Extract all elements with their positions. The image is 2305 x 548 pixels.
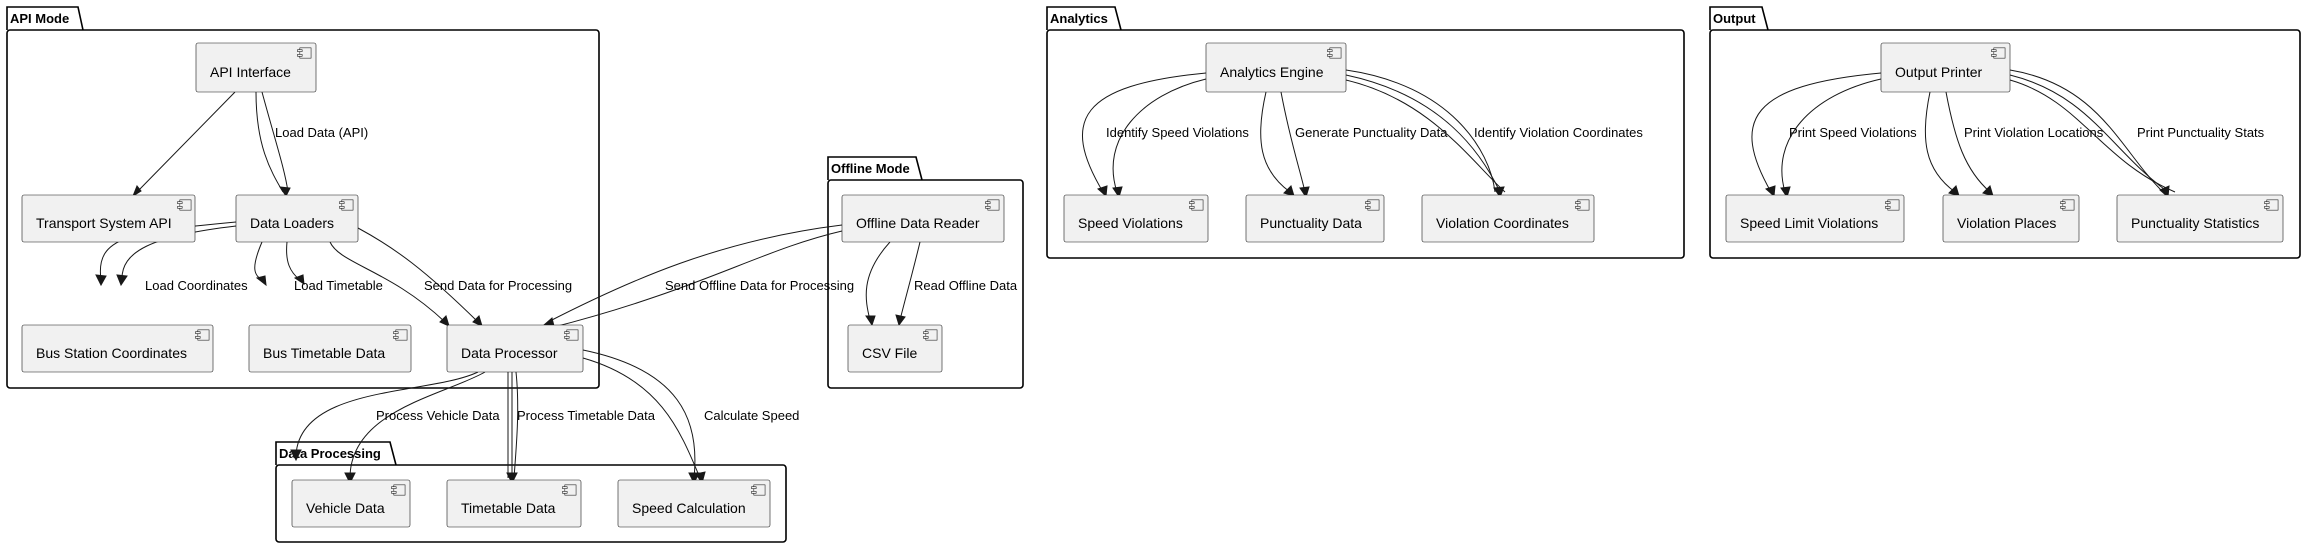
edge-label: Read Offline Data: [914, 278, 1018, 293]
component-label: Transport System API: [36, 215, 172, 231]
edge-label: Load Data (API): [275, 125, 368, 140]
component-label: Speed Calculation: [632, 500, 746, 516]
component-label: Speed Limit Violations: [1740, 215, 1878, 231]
component-label: Violation Coordinates: [1436, 215, 1569, 231]
edges: Load Data (API) Load Coordinates Load Ti…: [95, 69, 2265, 485]
edge-label: Process Timetable Data: [517, 408, 656, 423]
component-punctuality-statistics[interactable]: Punctuality Statistics: [2116, 194, 2284, 243]
component-speed-violations[interactable]: Speed Violations: [1063, 194, 1209, 243]
edge-label: Print Punctuality Stats: [2137, 125, 2265, 140]
component-bus-station-coordinates[interactable]: Bus Station Coordinates: [21, 324, 214, 373]
edge-label: Identify Violation Coordinates: [1474, 125, 1643, 140]
package-data-processing: Data Processing: [275, 441, 787, 543]
edge-label: Process Vehicle Data: [376, 408, 500, 423]
edge-label: Identify Speed Violations: [1106, 125, 1249, 140]
edge-label: Print Speed Violations: [1789, 125, 1917, 140]
component-label: Timetable Data: [461, 500, 556, 516]
package-title: Offline Mode: [831, 161, 910, 176]
component-output-printer[interactable]: Output Printer: [1880, 42, 2011, 93]
package-title: Data Processing: [279, 446, 381, 461]
component-violation-places[interactable]: Violation Places: [1942, 194, 2080, 243]
component-offline-data-reader[interactable]: Offline Data Reader: [841, 194, 1005, 243]
edge-label: Load Timetable: [294, 278, 383, 293]
component-label: API Interface: [210, 64, 291, 80]
edge-label: Print Violation Locations: [1964, 125, 2104, 140]
component-label: Offline Data Reader: [856, 215, 980, 231]
component-label: CSV File: [862, 345, 917, 361]
component-analytics-engine[interactable]: Analytics Engine: [1205, 42, 1347, 93]
component-bus-timetable-data[interactable]: Bus Timetable Data: [248, 324, 412, 373]
edge-label: Send Data for Processing: [424, 278, 572, 293]
component-speed-limit-violations[interactable]: Speed Limit Violations: [1725, 194, 1905, 243]
component-label: Speed Violations: [1078, 215, 1183, 231]
edge-label: Load Coordinates: [145, 278, 248, 293]
component-csv-file[interactable]: CSV File: [847, 324, 943, 373]
component-label: Analytics Engine: [1220, 64, 1324, 80]
package-offline-mode: Offline Mode: [827, 156, 1024, 389]
package-title: Output: [1713, 11, 1756, 26]
package-title: Analytics: [1050, 11, 1108, 26]
edge-label: Generate Punctuality Data: [1295, 125, 1448, 140]
component-punctuality-data[interactable]: Punctuality Data: [1245, 194, 1385, 243]
component-data-processor[interactable]: Data Processor: [446, 324, 584, 373]
package-api-mode: API Mode: [6, 6, 600, 389]
component-label: Vehicle Data: [306, 500, 385, 516]
component-label: Violation Places: [1957, 215, 2056, 231]
component-label: Data Processor: [461, 345, 558, 361]
component-api-interface[interactable]: API Interface: [195, 42, 317, 93]
package-analytics: Analytics: [1046, 6, 1685, 259]
component-label: Output Printer: [1895, 64, 1982, 80]
component-speed-calculation[interactable]: Speed Calculation: [617, 479, 771, 528]
package-output: Output: [1709, 6, 2301, 259]
package-title: API Mode: [10, 11, 69, 26]
component-label: Bus Station Coordinates: [36, 345, 187, 361]
component-violation-coordinates[interactable]: Violation Coordinates: [1421, 194, 1595, 243]
component-label: Punctuality Data: [1260, 215, 1362, 231]
component-label: Punctuality Statistics: [2131, 215, 2259, 231]
component-label: Bus Timetable Data: [263, 345, 385, 361]
component-timetable-data[interactable]: Timetable Data: [446, 479, 582, 528]
edge-label: Calculate Speed: [704, 408, 799, 423]
component-label: Data Loaders: [250, 215, 334, 231]
component-transport-system-api[interactable]: Transport System API: [21, 194, 196, 243]
component-data-loaders[interactable]: Data Loaders: [235, 194, 359, 243]
component-vehicle-data[interactable]: Vehicle Data: [291, 479, 411, 528]
edge-label: Send Offline Data for Processing: [665, 278, 854, 293]
